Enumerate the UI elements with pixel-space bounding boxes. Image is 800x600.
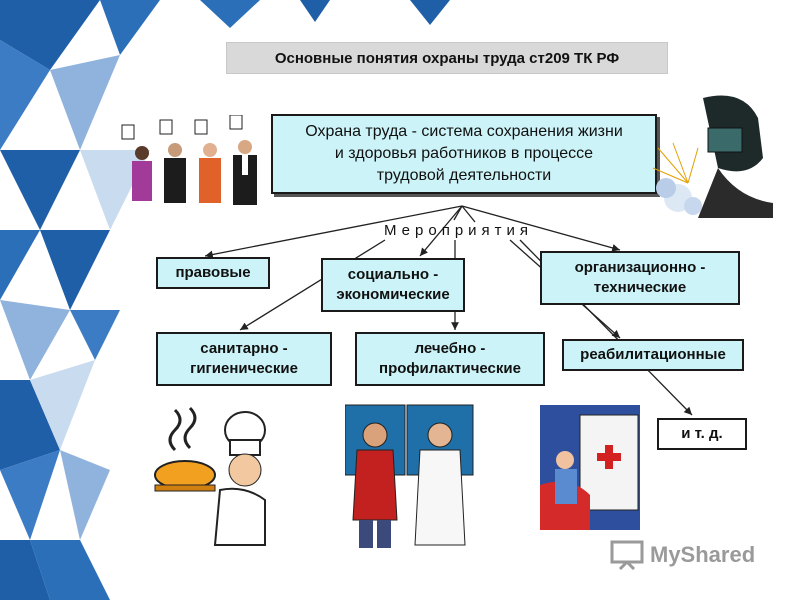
presentation-board-icon <box>610 540 644 570</box>
therapeutic-label-2: профилактические <box>379 360 521 377</box>
organizational-label-2: технические <box>593 279 687 296</box>
therapeutic-preventive-measures-box: лечебно - профилактические <box>355 332 545 386</box>
doctor-consultation-illustration <box>345 404 474 548</box>
page-title: Основные понятия охраны труда ст209 ТК Р… <box>226 42 668 74</box>
socioeconomic-label-1: социально - <box>347 266 439 283</box>
decorative-background-pattern <box>0 0 160 600</box>
watermark-text: MyShared <box>650 542 756 567</box>
legal-label: правовые <box>175 264 251 281</box>
legal-measures-box: правовые <box>156 257 270 289</box>
myshared-watermark: MyShared <box>610 540 755 570</box>
etc-box: и т. д. <box>657 418 747 450</box>
definition-line-2: и здоровья работников в процессе <box>334 145 594 162</box>
definition-line-3: трудовой деятельности <box>376 167 552 184</box>
sanitary-hygienic-measures-box: санитарно - гигиенические <box>156 332 332 386</box>
chef-illustration <box>154 406 266 546</box>
etc-label: и т. д. <box>681 425 723 442</box>
sanitary-label-2: гигиенические <box>190 360 298 377</box>
occupational-safety-definition-box: Охрана труда - система сохранения жизни … <box>271 114 657 194</box>
ambulance-illustration <box>540 405 640 530</box>
therapeutic-label-1: лечебно - <box>414 340 486 357</box>
rehabilitation-measures-box: реабилитационные <box>562 339 744 371</box>
socioeconomic-label-2: экономические <box>336 286 450 303</box>
measures-label: Мероприятия <box>384 222 534 239</box>
sanitary-label-1: санитарно - <box>200 340 288 357</box>
rehab-label: реабилитационные <box>580 346 726 363</box>
socioeconomic-measures-box: социально - экономические <box>321 258 465 312</box>
voting-people-illustration <box>121 115 257 205</box>
organizational-label-1: организационно - <box>574 259 706 276</box>
decorative-top-triangles <box>200 0 450 28</box>
organizational-technical-measures-box: организационно - технические <box>540 251 740 305</box>
definition-line-1: Охрана труда - система сохранения жизни <box>305 123 623 140</box>
welder-illustration <box>652 95 773 218</box>
